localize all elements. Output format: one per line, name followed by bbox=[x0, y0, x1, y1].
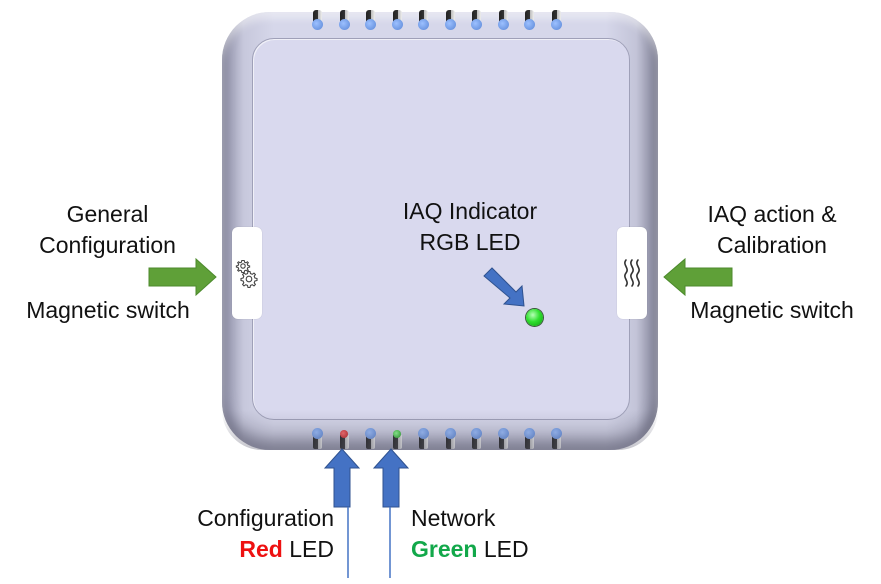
led-suffix: LED bbox=[477, 536, 529, 562]
label-line: Network bbox=[411, 505, 496, 531]
label-line: IAQ Indicator bbox=[402, 198, 538, 224]
wavy-lines-icon bbox=[624, 259, 640, 287]
vent bbox=[391, 10, 403, 32]
led-suffix: LED bbox=[282, 536, 334, 562]
iaq-sensor-device bbox=[222, 10, 658, 450]
vent bbox=[497, 427, 509, 449]
configuration-red-led bbox=[339, 427, 350, 449]
red-word: Red bbox=[239, 536, 283, 562]
network-green-led-label: Network Green LED bbox=[411, 503, 571, 565]
vent bbox=[550, 427, 562, 449]
vent bbox=[471, 427, 483, 449]
device-front-panel bbox=[252, 38, 630, 420]
general-configuration-label: General Configuration bbox=[20, 199, 195, 261]
label-line: Configuration bbox=[39, 232, 176, 258]
vent bbox=[524, 427, 536, 449]
vent bbox=[365, 427, 377, 449]
left-magnetic-switch-label: Magnetic switch bbox=[14, 295, 202, 326]
vent bbox=[418, 427, 430, 449]
vent bbox=[312, 10, 323, 32]
vent bbox=[524, 10, 536, 32]
green-led-blue-arrow bbox=[372, 448, 410, 508]
label-line: Configuration bbox=[197, 505, 334, 531]
left-green-arrow bbox=[148, 257, 217, 297]
general-configuration-magnetic-switch[interactable] bbox=[232, 227, 262, 319]
vent bbox=[365, 10, 377, 32]
gears-icon bbox=[235, 259, 258, 289]
vent bbox=[312, 427, 323, 449]
network-green-led bbox=[392, 427, 403, 449]
label-line: General bbox=[66, 201, 149, 227]
configuration-red-led-label: Configuration Red LED bbox=[170, 503, 334, 565]
label-line: Magnetic switch bbox=[690, 297, 854, 323]
label-line: IAQ action & bbox=[707, 201, 837, 227]
green-word: Green bbox=[411, 536, 478, 562]
vent bbox=[550, 10, 562, 32]
top-vents bbox=[312, 10, 562, 32]
iaq-action-calibration-magnetic-switch[interactable] bbox=[617, 227, 647, 319]
vent bbox=[471, 10, 483, 32]
iaq-indicator-rgb-led bbox=[526, 309, 543, 326]
label-line: Red LED bbox=[170, 534, 334, 565]
label-line: Calibration bbox=[717, 232, 827, 258]
label-line: Green LED bbox=[411, 534, 571, 565]
vent bbox=[444, 427, 456, 449]
vent bbox=[497, 10, 509, 32]
iaq-action-calibration-label: IAQ action & Calibration bbox=[683, 199, 861, 261]
label-line: RGB LED bbox=[419, 229, 521, 255]
red-led-blue-arrow bbox=[323, 448, 361, 508]
vent bbox=[338, 10, 350, 32]
right-magnetic-switch-label: Magnetic switch bbox=[678, 295, 866, 326]
bottom-vents bbox=[312, 427, 562, 449]
iaq-indicator-label: IAQ Indicator RGB LED bbox=[380, 196, 560, 258]
label-line: Magnetic switch bbox=[26, 297, 190, 323]
right-green-arrow bbox=[663, 257, 733, 297]
vent bbox=[444, 10, 456, 32]
rgb-led-blue-arrow bbox=[483, 267, 525, 307]
vent bbox=[418, 10, 430, 32]
